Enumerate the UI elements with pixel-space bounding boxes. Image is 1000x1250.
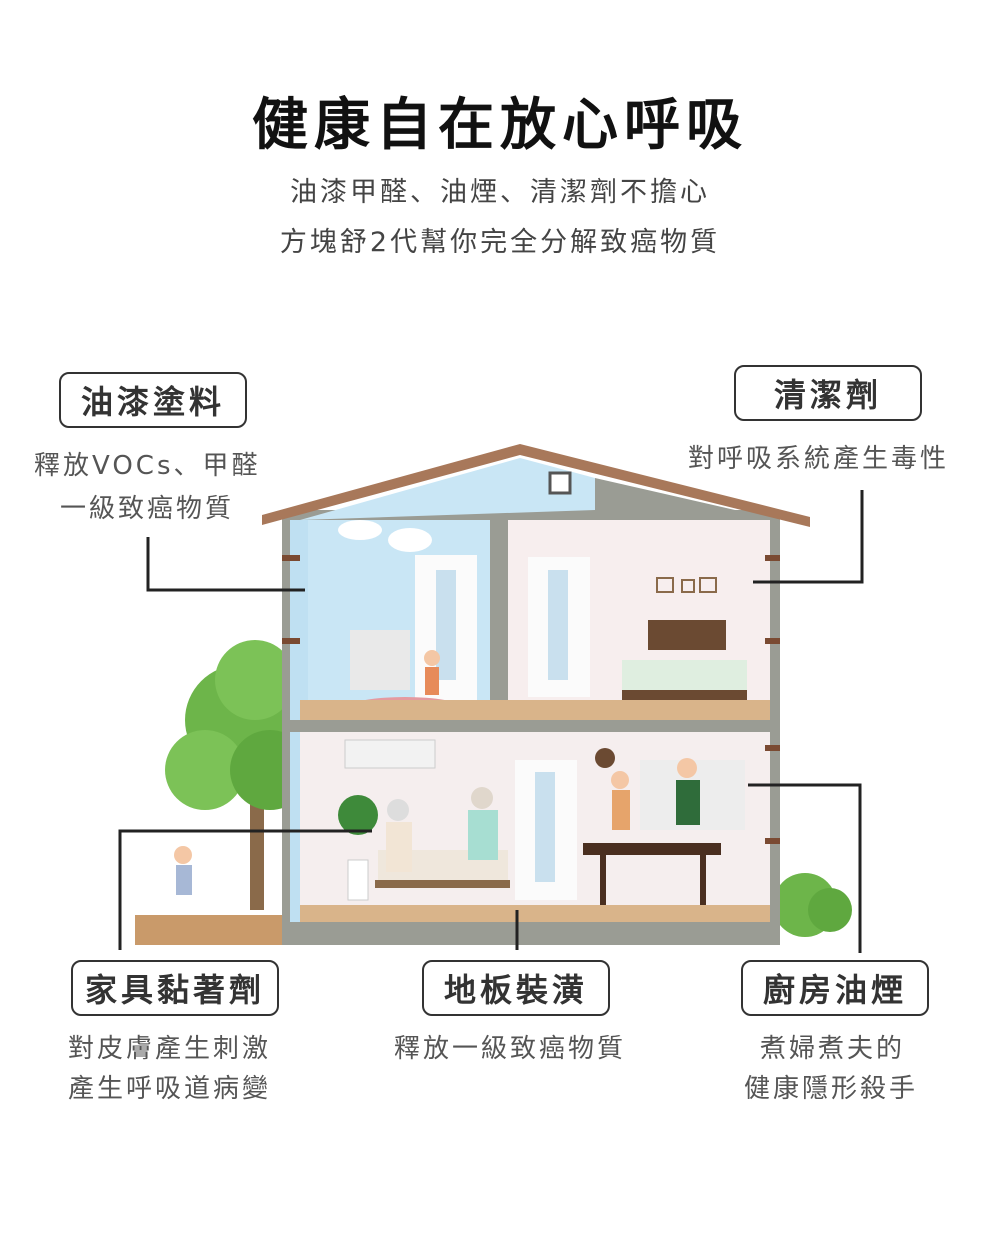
roof	[262, 444, 810, 527]
flooring-desc-1: 釋放一級致癌物質	[394, 1034, 627, 1064]
cleaner-desc-1: 對呼吸系統產生毒性	[688, 444, 950, 474]
kitchen-desc-2: 健康隱形殺手	[744, 1074, 919, 1104]
tree	[165, 640, 310, 910]
adhesive-desc-2: 產生呼吸道病變	[68, 1074, 272, 1104]
paint-label: 油漆塗料	[59, 372, 247, 428]
paint-desc-2: 一級致癌物質	[60, 494, 235, 524]
connector-lines	[118, 490, 864, 953]
cleaner-label: 清潔劑	[734, 365, 922, 421]
family-figures	[174, 650, 700, 895]
page-title: 健康自在放心呼吸	[252, 93, 748, 158]
flooring-label: 地板裝潢	[422, 960, 610, 1016]
adhesive-desc-1: 對皮膚產生刺激	[68, 1034, 272, 1064]
deck	[135, 915, 290, 945]
kitchen-label: 廚房油煙	[741, 960, 929, 1016]
adhesive-label: 家具黏著劑	[71, 960, 279, 1016]
subtitle-line-1: 油漆甲醛、油煙、清潔劑不擔心	[290, 177, 710, 208]
subtitle-line-2: 方塊舒2代幫你完全分解致癌物質	[279, 227, 721, 258]
kitchen-desc-1: 煮婦煮夫的	[760, 1034, 906, 1064]
paint-desc-1: 釋放VOCs、甲醛	[34, 451, 261, 481]
